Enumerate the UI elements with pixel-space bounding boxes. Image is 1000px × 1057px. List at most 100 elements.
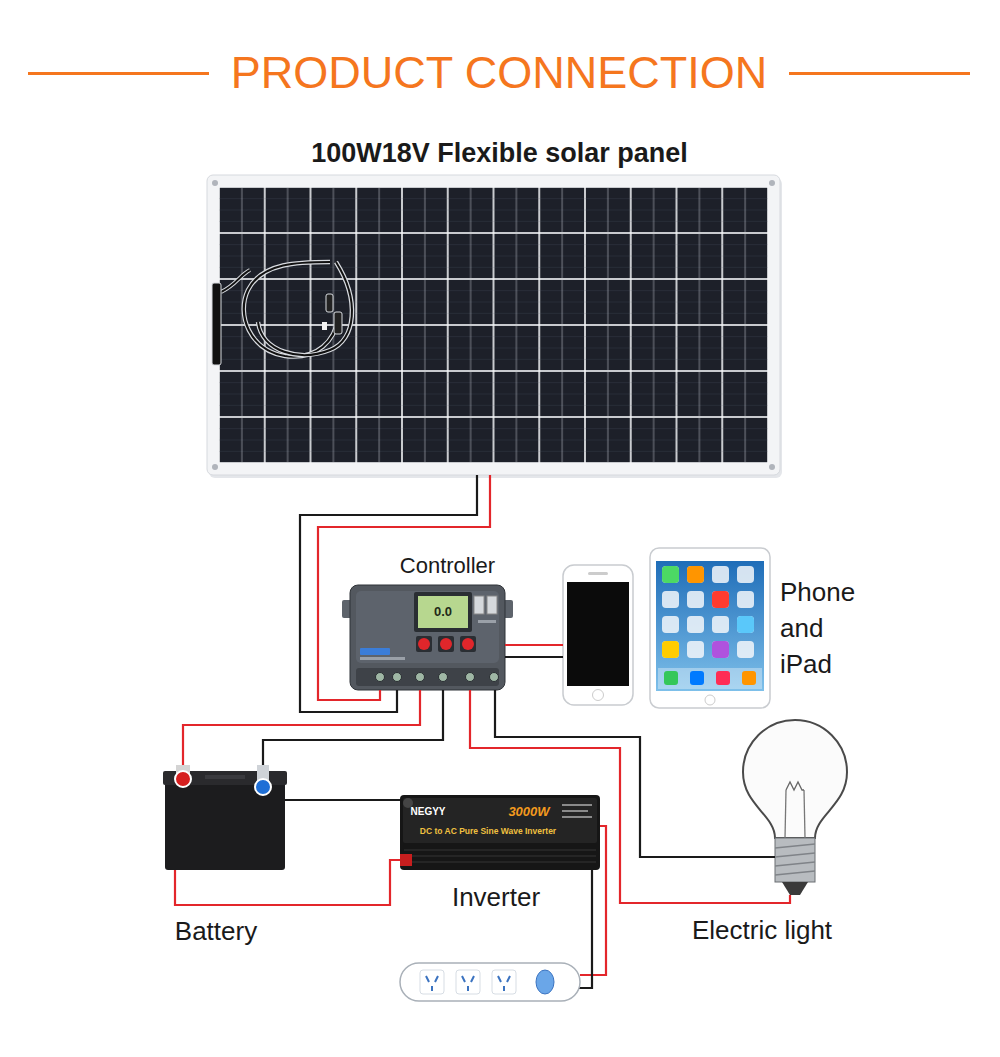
charge-controller-drawing-part [418, 638, 430, 650]
black-wire [505, 656, 563, 658]
charge-controller-drawing-part [393, 673, 402, 682]
inverter-drawing-part [404, 862, 596, 863]
charge-controller-drawing-part [478, 620, 496, 623]
label-holder: DC to AC Pure Sine Wave Inverter [420, 827, 556, 837]
charge-controller-drawing-part [462, 638, 474, 650]
power-strip-drawing-part [498, 976, 510, 991]
charge-controller-drawing-part [438, 636, 454, 652]
solar-panel-drawing-part [326, 294, 333, 312]
bulb-drawing-part [775, 853, 815, 857]
label-holder: NEGYY [410, 806, 445, 818]
battery-drawing [163, 765, 287, 870]
black-wire [263, 690, 443, 765]
device-label: 100W18V Flexible solar panel [311, 137, 688, 169]
charge-controller: Controller [350, 585, 505, 690]
lcd-reading: 0.0 [434, 605, 452, 620]
device-label: Phone and iPad [780, 574, 875, 682]
charge-controller-drawing-part [356, 668, 499, 686]
label-holder: 3000W [508, 805, 549, 820]
red-wire [183, 690, 420, 765]
title-rule [28, 72, 209, 75]
ipad-drawing-part [705, 695, 715, 705]
power-strip-drawing-part [536, 970, 554, 994]
bulb-drawing-part [743, 720, 847, 838]
black-wire [285, 799, 400, 801]
power-strip-drawing-part [420, 970, 444, 994]
power-strip-drawing-part [462, 976, 474, 991]
wire-pair [183, 690, 443, 765]
device-label: Battery [175, 916, 257, 947]
red-wire [175, 860, 400, 905]
ipad-drawing-part [742, 671, 756, 685]
charge-controller-drawing [342, 585, 513, 690]
solar-panel-drawing-part [212, 180, 218, 186]
electric-light: Electric light [740, 720, 850, 895]
red-wire [505, 644, 563, 646]
solar-panel-drawing-part [207, 175, 780, 475]
inverter-drawing-part [404, 850, 596, 851]
ipad-drawing-part [737, 616, 754, 633]
charge-controller-drawing-part [418, 596, 468, 628]
solar-panel-drawing-part [769, 180, 775, 186]
bulb-drawing-part [775, 871, 815, 875]
solar-panel-drawing-part [221, 270, 250, 292]
solar-panel: 100W18V Flexible solar panel [207, 175, 780, 475]
charge-controller-drawing-part [466, 673, 475, 682]
solar-panel-drawing-part [258, 262, 352, 355]
red-wire [318, 475, 490, 700]
ipad-drawing-part [662, 566, 762, 662]
bulb-drawing-part [804, 790, 805, 838]
phone-drawing-part [563, 565, 633, 705]
battery-drawing-part [205, 775, 245, 779]
charge-controller-drawing-part [360, 657, 405, 660]
charge-controller-drawing-part [414, 592, 472, 632]
bulb-drawing-part [786, 782, 804, 790]
charge-controller-drawing-part [474, 596, 484, 614]
solar-panel-drawing-part [334, 312, 342, 334]
battery-drawing-part [165, 775, 285, 870]
inverter-drawing-part [400, 795, 600, 870]
inverter-drawing-part [562, 810, 588, 812]
ipad-drawing-part [712, 591, 729, 608]
solar-panel-drawing-part [769, 464, 775, 470]
solar-panel-drawing-part [244, 262, 338, 357]
ipad-drawing-part [662, 566, 679, 583]
wire-pair [470, 690, 790, 903]
bulb-drawing-part [775, 862, 815, 866]
red-wire [470, 690, 790, 903]
charge-controller-drawing-part [350, 585, 505, 690]
inverter-drawing [400, 795, 600, 870]
phone-drawing [563, 565, 633, 705]
charge-controller-drawing-part [487, 596, 497, 614]
power-strip-drawing [400, 826, 606, 1001]
title-bar: PRODUCT CONNECTION [28, 42, 970, 104]
solar-panel-drawing-part [221, 270, 250, 292]
solar-panel-drawing-part [244, 262, 338, 357]
inverter-drawing-part [562, 804, 592, 806]
charge-controller-drawing-part [360, 648, 390, 655]
charge-controller-drawing-part [490, 673, 499, 682]
page-title: PRODUCT CONNECTION [231, 48, 768, 98]
ipad-drawing-part [650, 548, 770, 708]
black-wire [300, 475, 477, 712]
battery-drawing-part [255, 779, 271, 795]
device-label: Electric light [692, 915, 832, 946]
inverter-drawing-part [404, 856, 596, 857]
ipad-drawing-part [690, 671, 704, 685]
bulb-drawing-part [775, 838, 815, 882]
device-label: Inverter [452, 882, 540, 913]
bulb-drawing-part [782, 882, 808, 895]
charge-controller-drawing-part [440, 638, 452, 650]
ipad-drawing-part [716, 671, 730, 685]
ipad-drawing-part [664, 671, 678, 685]
solar-panel-drawing-part [209, 178, 782, 478]
solar-panel-drawing-part [212, 283, 221, 365]
charge-controller-drawing-part [416, 636, 432, 652]
power-strip-drawing-part [578, 870, 592, 988]
power-strip-drawing-part [400, 963, 580, 1001]
label-holder: 0.0 [434, 605, 452, 620]
title-rule [789, 72, 970, 75]
inverter-drawing-part [562, 816, 592, 818]
